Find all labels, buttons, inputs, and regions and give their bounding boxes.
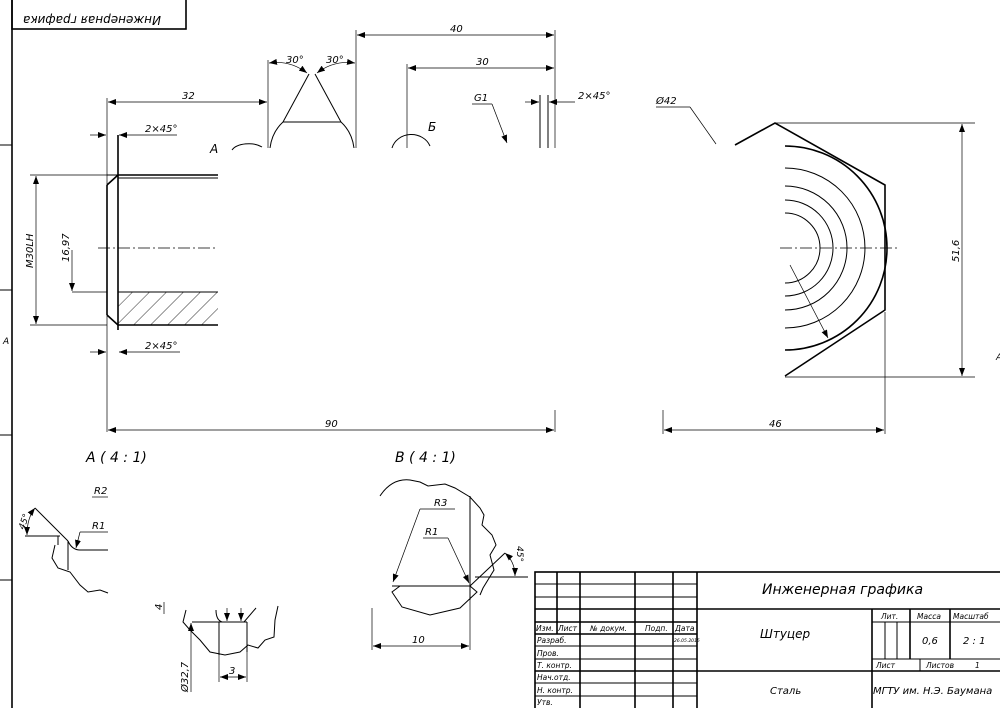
tb-date: 26.05.2015 xyxy=(674,638,700,644)
detail-b-angle: 45° xyxy=(514,546,524,562)
detail-a-small: 4 xyxy=(154,604,165,610)
tb-scale-label: Масштаб xyxy=(953,612,989,621)
detail-a-title: A ( 4 : 1) xyxy=(85,450,147,466)
tb-discipline: Инженерная графика xyxy=(762,582,923,598)
detail-b: B ( 4 : 1) R3 R1 45° 10 xyxy=(371,450,528,650)
dim-90: 90 xyxy=(325,419,338,430)
detail-b-length: 10 xyxy=(412,635,425,646)
detail-b-title: B ( 4 : 1) xyxy=(395,450,456,466)
dim-30: 30 xyxy=(476,57,489,68)
dim-angle-right: 30° xyxy=(326,55,344,66)
tb-col-doc: № докум. xyxy=(589,624,627,633)
thread-g1: G1 xyxy=(474,93,488,104)
detail-a: A ( 4 : 1) R2 R1 45° 4 Ø32,7 3 xyxy=(17,450,279,693)
tb-mass: 0,6 xyxy=(922,636,938,647)
dim-16-97: 16,97 xyxy=(61,233,72,262)
detail-b-r1: R1 xyxy=(425,527,438,538)
tb-row-tkontr: Т. контр. xyxy=(537,661,572,670)
detail-b-r3: R3 xyxy=(434,498,447,509)
detail-a-width: 3 xyxy=(229,666,235,677)
dim-chamfer-right: 2×45° xyxy=(578,91,610,102)
tb-scale: 2 : 1 xyxy=(963,636,985,647)
tb-col-izm: Изм. xyxy=(536,624,554,633)
dim-40: 40 xyxy=(450,24,463,35)
groove-view: 30° 30° 40 30 Б G1 2×45° Ø42 xyxy=(267,24,717,149)
side-view: 51,6 46 xyxy=(662,122,975,434)
detail-a-angle: 45° xyxy=(17,513,32,531)
label-b: Б xyxy=(428,120,436,134)
detail-a-r2: R2 xyxy=(94,486,107,497)
tb-col-list: Лист xyxy=(557,624,578,633)
tb-sheet-label: Лист xyxy=(875,661,896,670)
tb-sheets-label: Листов xyxy=(925,661,954,670)
dim-chamfer-bottom: 2×45° xyxy=(145,341,177,352)
tb-row-utv: Утв. xyxy=(537,698,553,707)
mirrored-header: Инженерная графика xyxy=(23,13,161,27)
dim-angle-left: 30° xyxy=(286,55,304,66)
dim-32: 32 xyxy=(182,91,195,102)
detail-a-diameter: Ø32,7 xyxy=(179,661,191,693)
tb-mass-label: Масса xyxy=(917,612,941,621)
tb-organization: МГТУ им. Н.Э. Баумана xyxy=(873,686,992,697)
tb-row-prov: Пров. xyxy=(537,649,559,658)
label-a: А xyxy=(209,142,218,156)
tb-sheets: 1 xyxy=(975,661,980,670)
section-hatch xyxy=(118,292,218,325)
zone-letter-right: A xyxy=(995,353,1000,363)
title-block: Инженерная графика Штуцер Сталь МГТУ им.… xyxy=(534,571,1000,708)
dim-diameter-42: Ø42 xyxy=(655,95,677,107)
tb-row-razrab: Разраб. xyxy=(537,636,566,645)
dim-46: 46 xyxy=(769,419,782,430)
tb-row-nkontr: Н. контр. xyxy=(537,686,573,695)
dim-thread: M30LH xyxy=(25,233,36,268)
dim-51-6: 51,6 xyxy=(951,240,962,262)
tb-col-sign: Подп. xyxy=(645,624,668,633)
tb-part-name: Штуцер xyxy=(760,627,810,641)
tb-lit-label: Лит. xyxy=(880,612,898,621)
zone-letter-left: A xyxy=(2,337,9,347)
main-view: M30LH 16,97 32 2×45° 2×45° А 90 xyxy=(25,91,556,433)
dim-chamfer-top: 2×45° xyxy=(145,124,177,135)
tb-col-date: Дата xyxy=(674,624,695,633)
detail-a-r1: R1 xyxy=(92,521,105,532)
tb-material: Сталь xyxy=(770,686,801,697)
tb-row-nachotd: Нач.отд. xyxy=(537,673,571,682)
